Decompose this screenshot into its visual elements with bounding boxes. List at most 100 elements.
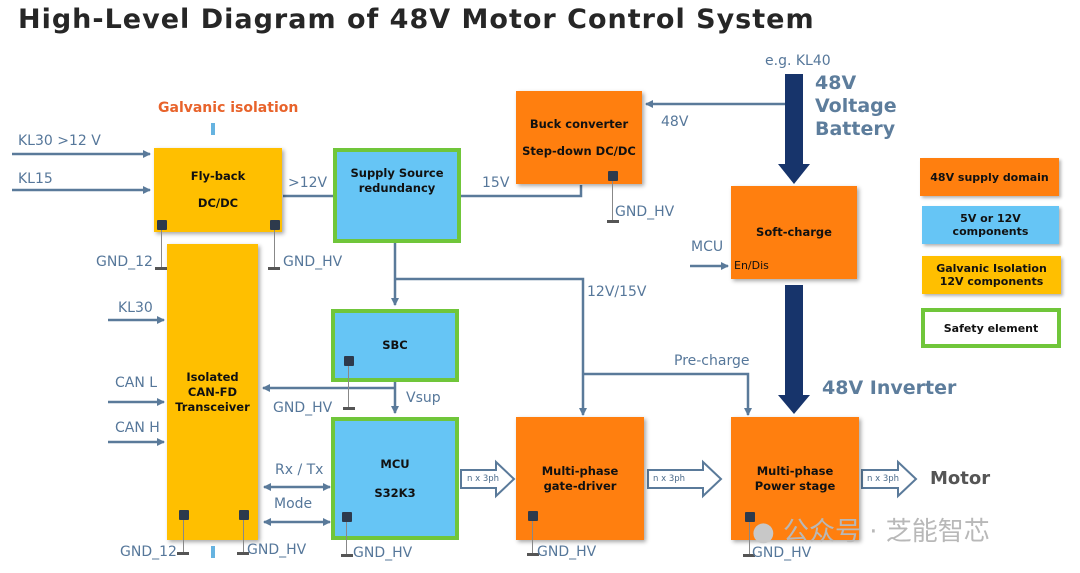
motor-label: Motor [930, 468, 991, 489]
can-h-label: CAN H [115, 420, 160, 436]
ground-line [346, 522, 347, 555]
kl40-label: e.g. KL40 [765, 53, 831, 69]
supply-redundancy-block: Supply Source redundancy [333, 148, 461, 243]
sbc-label: SBC [382, 338, 408, 352]
can-gndhv-label: GND_HV [247, 542, 307, 558]
mcu-line2: S32K3 [374, 485, 416, 500]
mcu-input-label: MCU [691, 239, 724, 255]
battery-heading-line2: Voltage [815, 95, 897, 117]
ground-line [161, 230, 162, 268]
buck-gndhv-label: GND_HV [615, 204, 675, 220]
ground-line [243, 520, 244, 553]
precharge-label: Pre-charge [674, 353, 750, 369]
isolation-marker-top [211, 123, 215, 135]
ground-line [183, 520, 184, 553]
gatedriver-line1: Multi-phase [541, 463, 619, 478]
flyback-line1: Fly-back [190, 169, 246, 183]
can-line1: Isolated [186, 369, 239, 384]
ground-bar [268, 267, 280, 270]
powerstage-line2: Power stage [754, 478, 836, 493]
kl15-label: KL15 [18, 171, 53, 187]
legend-galvanic: Galvanic Isolation 12V components [922, 256, 1061, 294]
ground-line [348, 366, 349, 408]
legend-galvanic-label: Galvanic Isolation 12V components [936, 262, 1047, 288]
mcu-line1: MCU [380, 456, 410, 471]
kl30-label: KL30 [118, 300, 153, 316]
can-line3: Transceiver [175, 399, 250, 414]
legend-48v-supply-label: 48V supply domain [930, 170, 1049, 184]
wire-12v15v [395, 277, 587, 416]
battery-heading-line3: Battery [815, 118, 896, 140]
gnd12-label: GND_12 [96, 254, 153, 270]
buck-converter-block: Buck converter Step-down DC/DC [516, 91, 642, 184]
watermark: ● 公众号 · 芝能智芯 [752, 511, 990, 548]
powerstage-line1: Multi-phase [756, 463, 834, 478]
hollow-arrow-mcu-gd [460, 459, 516, 499]
ground-bar [341, 554, 353, 557]
powerstage-gnd-pin [745, 512, 755, 522]
48v-label: 48V [661, 114, 689, 130]
legend-48v-supply: 48V supply domain [920, 158, 1059, 196]
power-arrow-inverter-shaft [785, 285, 803, 397]
wire-precharge [583, 372, 752, 416]
power-arrow-inverter-head [778, 395, 810, 414]
powerstage-gndhv-label: GND_HV [752, 545, 812, 561]
diagram-title: High-Level Diagram of 48V Motor Control … [18, 4, 815, 35]
flyback-gnd12-pin [157, 220, 167, 230]
watermark-text: 公众号 · 芝能智芯 [782, 517, 990, 547]
12v-15v-label: 12V/15V [587, 284, 647, 300]
ground-bar [527, 553, 539, 556]
wire-buck-redundancy [440, 185, 583, 198]
legend-safety-label: Safety element [943, 321, 1039, 335]
15v-label: 15V [482, 175, 510, 191]
legend-5v-12v: 5V or 12V components [922, 206, 1059, 244]
gt12v-label: >12V [288, 175, 328, 191]
gatedriver-gnd-pin [528, 511, 538, 521]
battery-heading-line1: 48V [815, 72, 857, 94]
buck-line1: Buck converter [529, 116, 629, 131]
sbc-block: SBC [331, 309, 459, 382]
flyback-gndhv-pin [270, 220, 280, 230]
ground-bar [743, 554, 755, 557]
battery-heading: 48V Voltage Battery [815, 72, 897, 141]
ground-bar [237, 552, 249, 555]
can-gnd12-pin [179, 510, 189, 520]
flyback-line2: DC/DC [197, 196, 239, 210]
can-l-label: CAN L [115, 375, 158, 391]
softcharge-label: Soft-charge [756, 225, 832, 239]
can-gnd12-label: GND_12 [120, 544, 177, 560]
ground-line [749, 522, 750, 555]
hollow-arrow-gd-ps [647, 459, 723, 499]
ground-bar [343, 407, 355, 410]
ground-line [274, 230, 275, 268]
buck-line2: Step-down DC/DC [522, 143, 636, 158]
legend-5v-12v-label: 5V or 12V components [952, 212, 1029, 238]
nx3ph-label-3: n x 3ph [867, 474, 900, 484]
can-line2: CAN-FD [187, 384, 238, 399]
inverter-heading: 48V Inverter [822, 377, 957, 399]
flyback-dcdc-block: Fly-back DC/DC [154, 148, 282, 232]
ground-line [612, 181, 613, 221]
mode-label: Mode [274, 496, 313, 512]
gate-driver-block: Multi-phase gate-driver [516, 417, 644, 540]
galvanic-isolation-label: Galvanic isolation [158, 100, 299, 116]
softcharge-en-dis: En/Dis [734, 259, 769, 272]
gndhv-label: GND_HV [283, 254, 343, 270]
power-arrow-battery-head [778, 164, 810, 184]
mcu-gndhv-label: GND_HV [353, 545, 413, 561]
mcu-block: MCU S32K3 [331, 417, 459, 540]
sbc-gndhv-label: GND_HV [273, 400, 333, 416]
vsup-label: Vsup [406, 390, 441, 406]
buck-gnd-pin [608, 171, 618, 181]
kl30-12v-label: KL30 >12 V [18, 133, 101, 149]
nx3ph-label-2: n x 3ph [653, 474, 686, 484]
ground-line [532, 521, 533, 554]
isolation-marker-bottom [211, 546, 215, 558]
power-arrow-battery-shaft [785, 74, 803, 166]
can-transceiver-block: Isolated CAN-FD Transceiver [167, 244, 258, 540]
sbc-gnd-pin [344, 356, 354, 366]
gatedriver-gndhv-label: GND_HV [537, 544, 597, 560]
wechat-icon: ● [752, 517, 775, 547]
legend-safety: Safety element [921, 308, 1061, 348]
gatedriver-line2: gate-driver [543, 478, 617, 493]
